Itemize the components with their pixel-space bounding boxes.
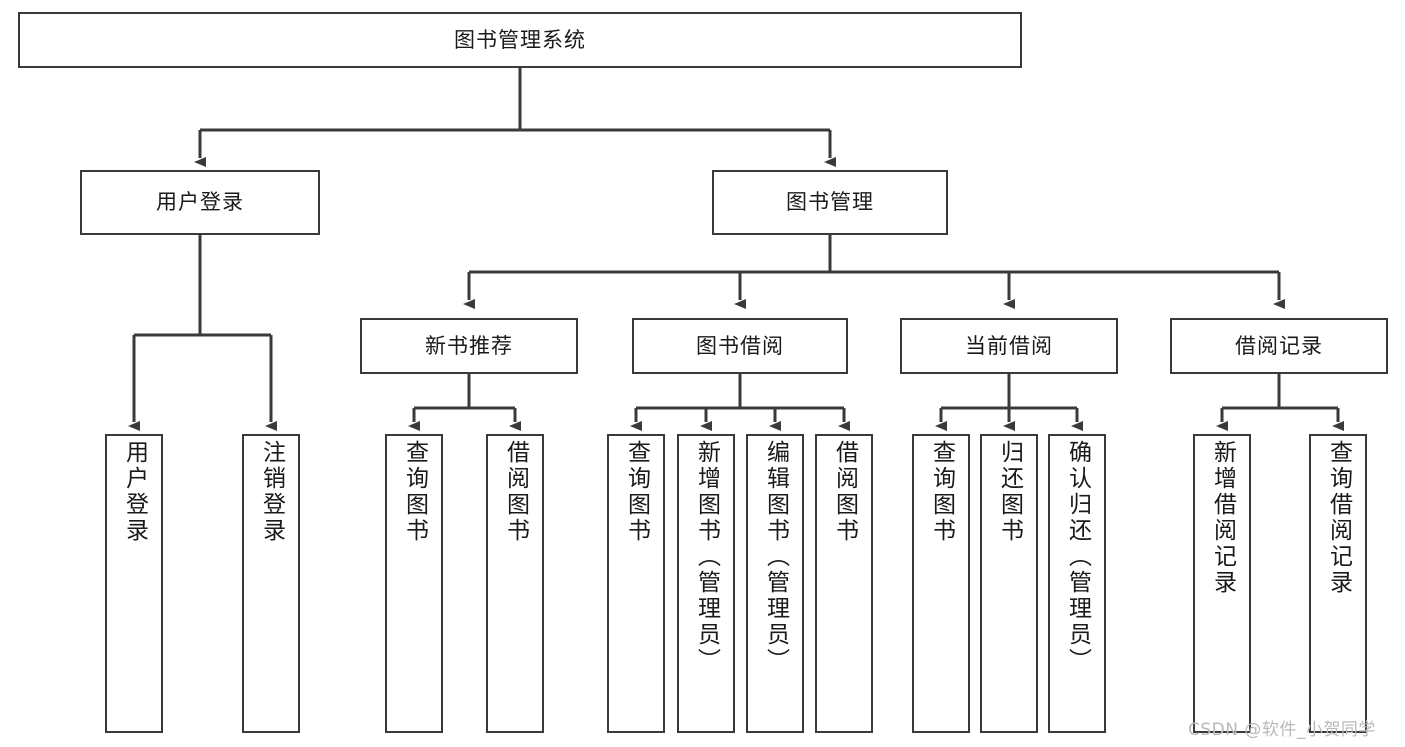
- node-leaf-add-record[interactable]: 新增借阅记录: [1193, 434, 1251, 733]
- node-new-book-rec[interactable]: 新书推荐: [360, 318, 578, 374]
- node-leaf-query-book-1[interactable]: 查询图书: [385, 434, 443, 733]
- node-book-borrow[interactable]: 图书借阅: [632, 318, 848, 374]
- node-root[interactable]: 图书管理系统: [18, 12, 1022, 68]
- csdn-watermark: CSDN @软件_小贺同学: [1188, 720, 1376, 740]
- node-leaf-add-book[interactable]: 新增图书（管理员）: [677, 434, 735, 733]
- node-leaf-edit-book-label: 编辑图书（管理员）: [762, 440, 789, 674]
- node-book-manage-label: 图书管理: [786, 190, 874, 215]
- node-book-borrow-label: 图书借阅: [696, 333, 784, 358]
- node-borrow-record[interactable]: 借阅记录: [1170, 318, 1388, 374]
- node-leaf-confirm-return-label: 确认归还（管理员）: [1064, 440, 1091, 674]
- node-book-manage[interactable]: 图书管理: [712, 170, 948, 235]
- node-leaf-user-logout-label: 注销登录: [258, 440, 285, 544]
- node-leaf-user-login[interactable]: 用户登录: [105, 434, 163, 733]
- node-leaf-user-login-label: 用户登录: [121, 440, 148, 544]
- node-leaf-query-book-2[interactable]: 查询图书: [607, 434, 665, 733]
- node-user-login[interactable]: 用户登录: [80, 170, 320, 235]
- node-current-borrow-label: 当前借阅: [965, 333, 1053, 358]
- node-leaf-borrow-book-2-label: 借阅图书: [831, 440, 858, 544]
- node-root-label: 图书管理系统: [454, 27, 586, 52]
- node-new-book-rec-label: 新书推荐: [425, 333, 513, 358]
- node-leaf-borrow-book-1[interactable]: 借阅图书: [486, 434, 544, 733]
- node-leaf-user-logout[interactable]: 注销登录: [242, 434, 300, 733]
- node-leaf-query-book-3[interactable]: 查询图书: [912, 434, 970, 733]
- node-leaf-add-book-label: 新增图书（管理员）: [693, 440, 720, 674]
- node-leaf-borrow-book-1-label: 借阅图书: [502, 440, 529, 544]
- node-leaf-confirm-return[interactable]: 确认归还（管理员）: [1048, 434, 1106, 733]
- node-leaf-return-book-label: 归还图书: [996, 440, 1023, 544]
- node-leaf-query-book-2-label: 查询图书: [623, 440, 650, 544]
- node-current-borrow[interactable]: 当前借阅: [900, 318, 1118, 374]
- node-leaf-query-book-1-label: 查询图书: [401, 440, 428, 544]
- node-leaf-add-record-label: 新增借阅记录: [1209, 440, 1236, 596]
- node-leaf-query-book-3-label: 查询图书: [928, 440, 955, 544]
- node-borrow-record-label: 借阅记录: [1235, 333, 1323, 358]
- node-leaf-return-book[interactable]: 归还图书: [980, 434, 1038, 733]
- node-user-login-label: 用户登录: [156, 190, 244, 215]
- node-leaf-edit-book[interactable]: 编辑图书（管理员）: [746, 434, 804, 733]
- node-leaf-query-record-label: 查询借阅记录: [1325, 440, 1352, 596]
- node-leaf-borrow-book-2[interactable]: 借阅图书: [815, 434, 873, 733]
- node-leaf-query-record[interactable]: 查询借阅记录: [1309, 434, 1367, 733]
